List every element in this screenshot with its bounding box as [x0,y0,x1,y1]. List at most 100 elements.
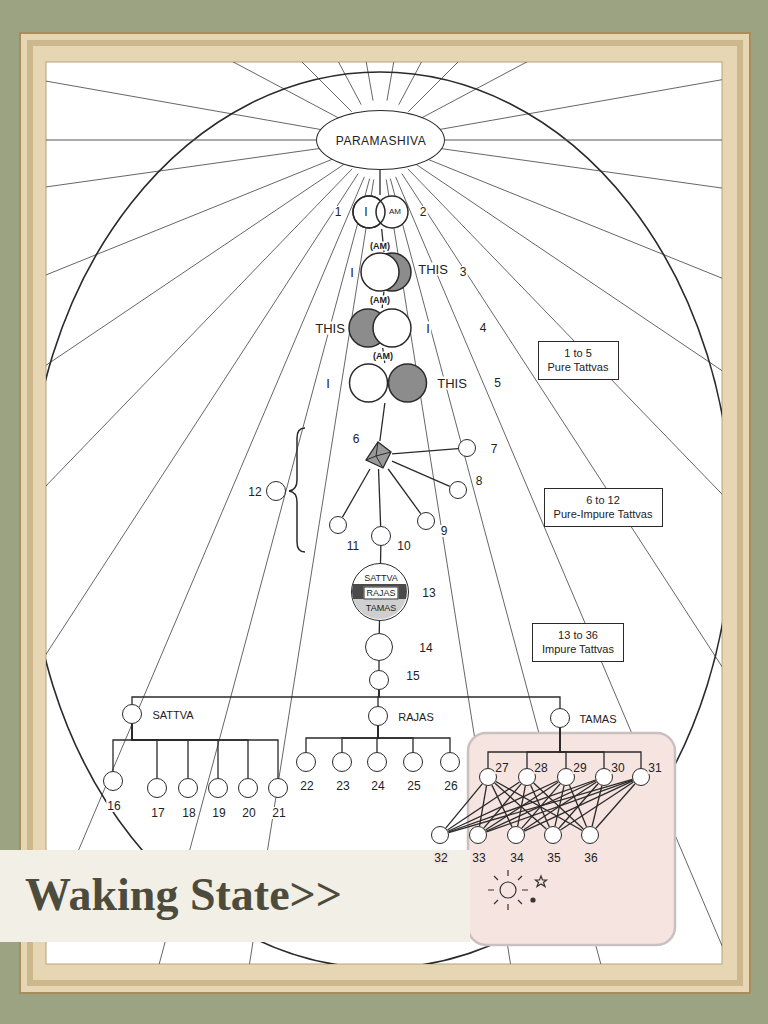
node-text: 23 [335,780,350,792]
connector-line [380,403,385,441]
ray-line [387,62,623,101]
node-text: 17 [150,807,165,819]
diamond-facets [366,442,391,468]
rajas-band [352,584,410,599]
connector-line [596,784,635,828]
tattva-circle: 29 [557,768,575,786]
node-text: THIS [314,322,346,335]
node-text: 1 [334,206,343,218]
node-text: 20 [241,807,256,819]
tattva-circle: 24 [367,752,387,772]
node-text: 22 [299,780,314,792]
node-text: 19 [211,807,226,819]
tattva-circle: 19 [208,778,228,798]
connector-line [113,724,132,771]
ray-line [46,179,370,964]
node-text: 29 [572,762,587,774]
node-text: 34 [509,852,524,864]
shape-outline [364,441,392,469]
ray-line [417,155,722,664]
node-text: 13 to 36 [558,628,598,642]
tattva-circle: 12 [266,481,286,501]
tattva-circle: 32 [431,826,449,844]
node-text: THIS [417,263,449,276]
connector-line [342,469,370,517]
connector-line [561,782,634,830]
connector-line [449,779,633,832]
tattva-diamond: 6 [364,441,392,469]
connector-line [132,724,218,778]
node-text: AM [388,208,402,216]
node-text: SATTVA [151,710,194,721]
tattva-circle: 7 [458,439,476,457]
relation-label: (AM) [372,352,394,361]
tattva-circle: 10 [371,526,391,546]
node-text: 15 [405,670,420,682]
ray-line [46,177,364,964]
ray-line [46,155,343,664]
ray-line [137,62,373,101]
ray-line [408,62,722,112]
node-text: THIS [436,377,468,390]
ray-line [419,62,722,133]
connector-line [378,726,413,752]
tamas-shade [352,599,410,624]
tattva-circle: TAMAS [550,708,570,728]
tattva-circle: 15 [369,670,389,690]
node-text: 27 [494,762,509,774]
ray-line [46,62,361,105]
node-text: I [363,206,368,218]
node-text: PARAMASHIVA [335,135,427,147]
range-box: 13 to 36Impure Tattvas [532,623,624,662]
state-caption: Waking State>> [24,872,343,918]
tattva-circle: 16 [103,771,123,791]
tattva-circle: 31 [632,768,650,786]
highlight-panel [468,733,675,945]
tattva-circle-outline [373,309,411,347]
paper-edge [30,43,740,983]
connector-line [560,728,566,768]
tattva-circle: 34 [507,826,525,844]
node-text: 13 [421,587,436,599]
tattva-circle: SATTVA [122,704,142,724]
ray-line [46,174,358,964]
tattva-circle: 26 [440,752,460,772]
connector-line [342,726,378,752]
white-sheet [46,62,722,964]
tattva-circle: 20 [238,778,258,798]
node-text: 6 [352,433,361,445]
connector-line [388,469,421,514]
node-text: 30 [610,762,625,774]
node-text: 14 [418,642,433,654]
connector-line [392,461,450,486]
connector-line [132,690,379,704]
ray-line [46,162,347,923]
tattva-circle-outline [388,364,426,402]
ray-line [408,169,722,964]
node-text: RAJAS [397,712,434,723]
tattva-circle: 14 [365,633,393,661]
diamond-outline [366,442,391,468]
node-text: 33 [471,852,486,864]
connector-line [306,726,378,752]
tattva-circle: 33 [469,826,487,844]
connector-line [132,724,188,778]
connector-line [379,469,381,526]
connector-line [486,780,632,832]
node-text: 36 [583,852,598,864]
node-text: 6 to 12 [586,493,620,507]
connector-line [524,781,633,831]
caption-band [0,850,470,942]
ray-line [390,179,722,964]
ray-line [415,62,722,121]
relation-label: (AM) [369,242,391,251]
node-text: 24 [370,780,385,792]
tattva-circle: 25 [403,752,423,772]
tattva-circle: 27 [479,768,497,786]
node-text: I [425,322,431,335]
node-text: 18 [181,807,196,819]
tattva-circle: 17 [147,778,167,798]
node-text: 5 [493,377,502,389]
node-text: 35 [546,852,561,864]
